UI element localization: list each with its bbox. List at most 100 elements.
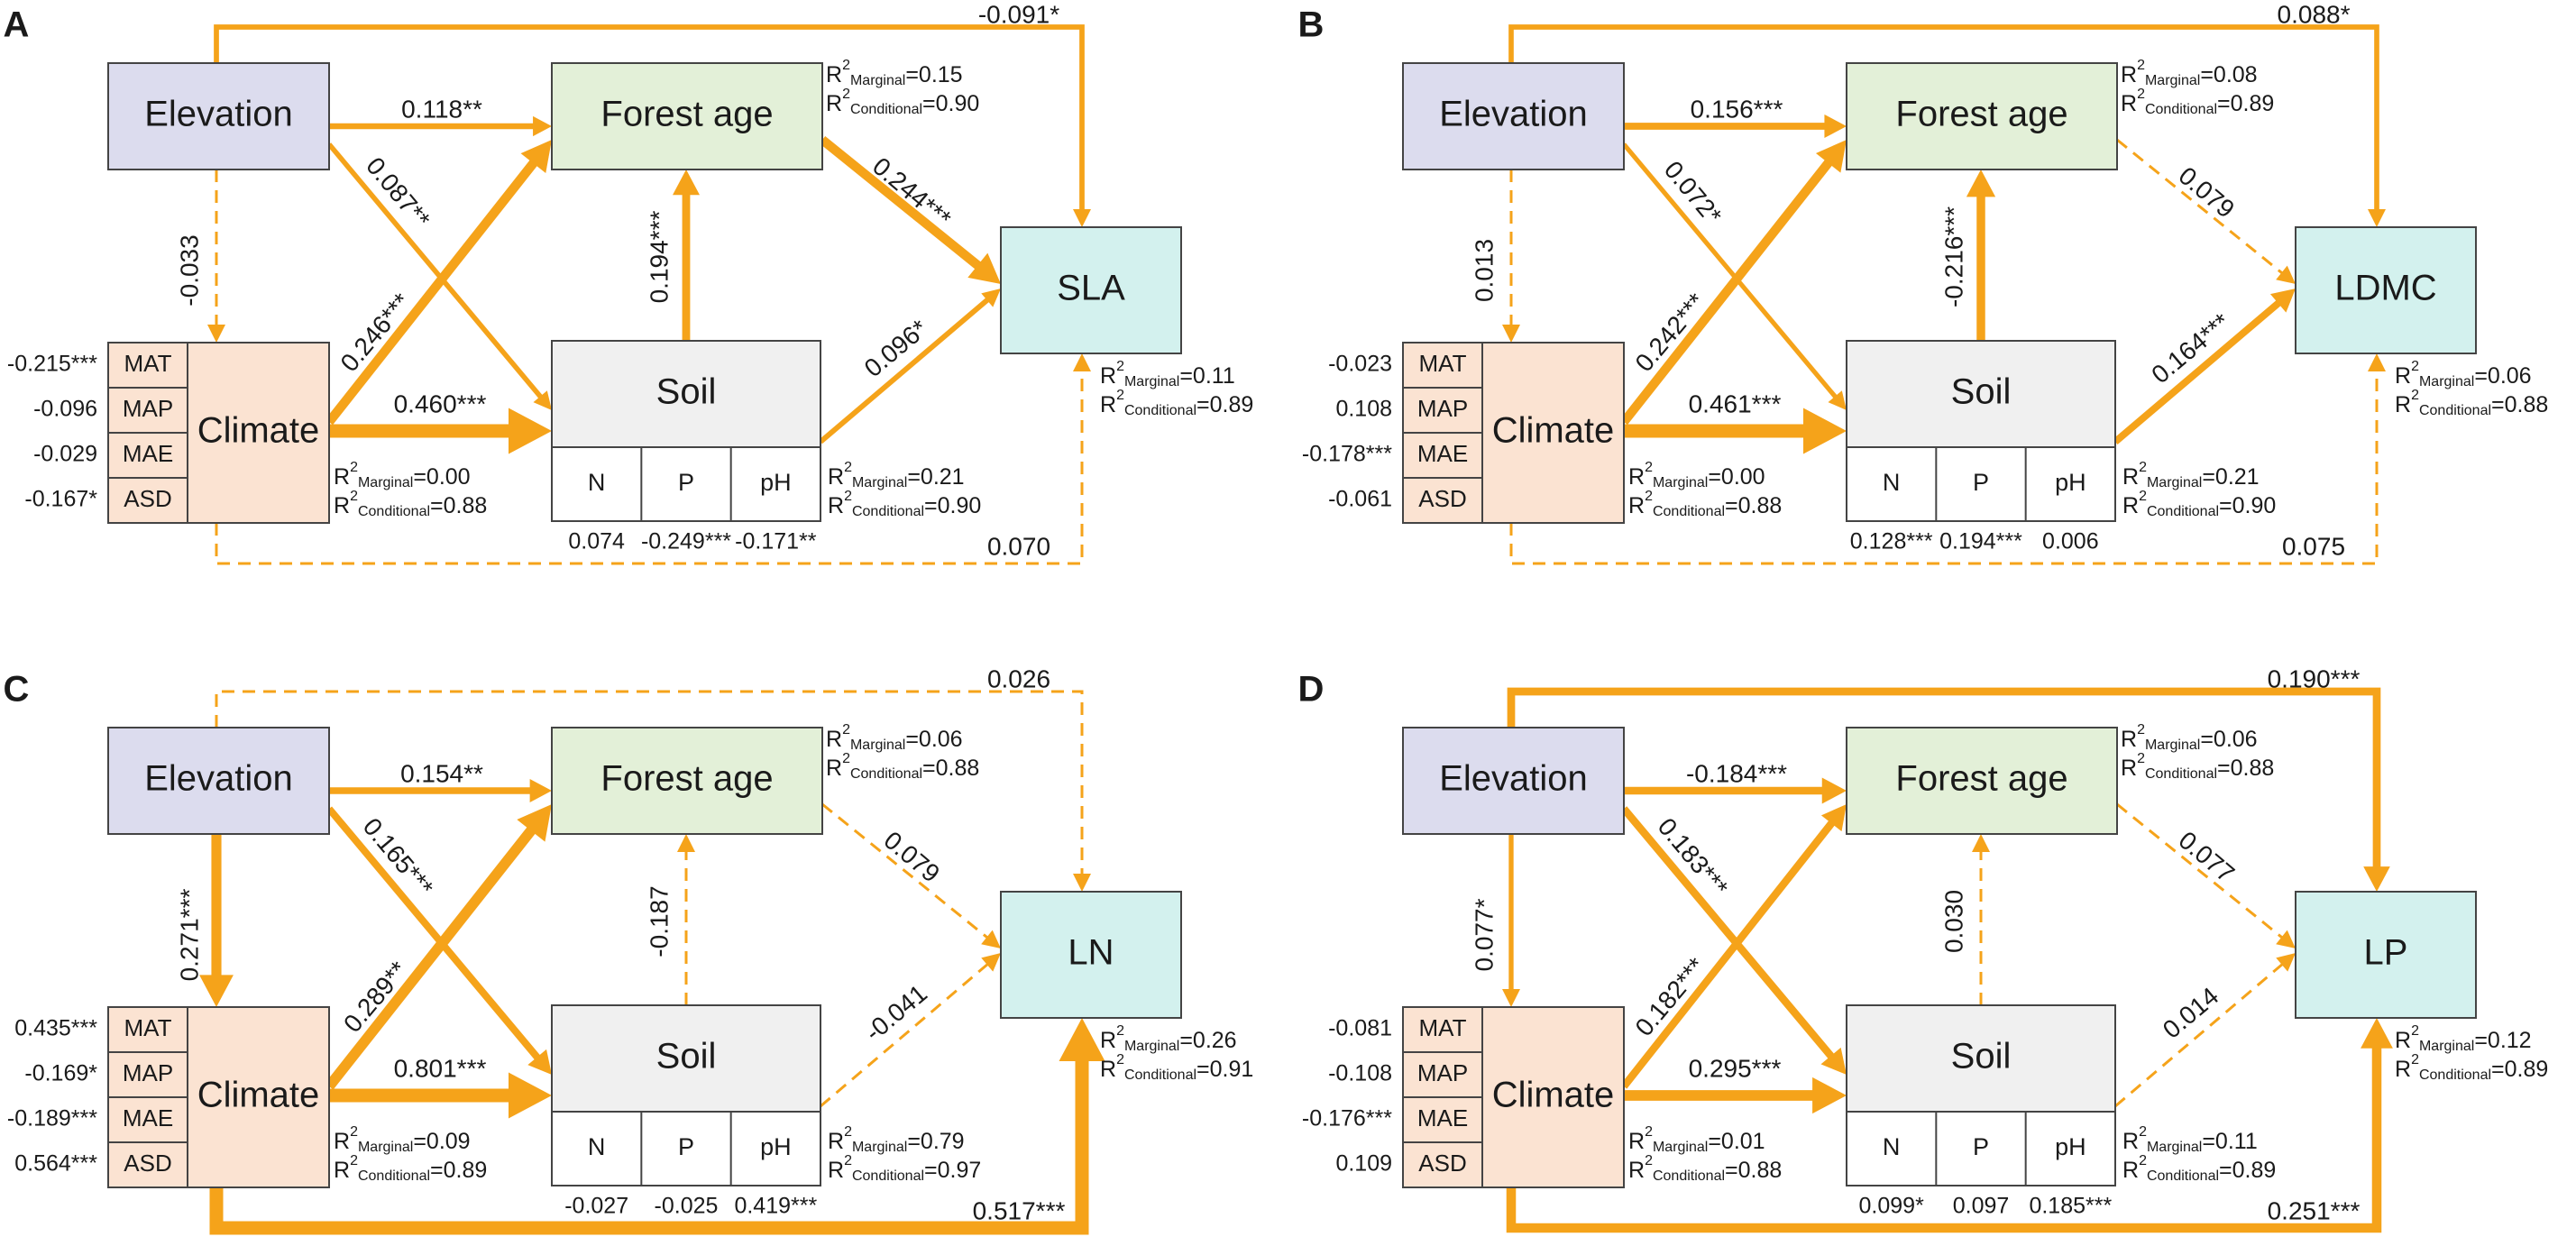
path-climate-to-response — [209, 1059, 1089, 1235]
path-forest-to-response — [2116, 802, 2284, 939]
coef-climate-to-response: 0.517*** — [973, 1196, 1066, 1224]
r2-marginal: R2Marginal=0.11 — [2122, 1124, 2258, 1155]
panel-letter: D — [1298, 670, 1325, 710]
path-elevation-to-forest-head — [1824, 114, 1847, 139]
soil-var-ph: pH — [760, 1133, 792, 1160]
r2-marginal: R2Marginal=0.00 — [334, 460, 471, 490]
r2-marginal: R2Marginal=0.06 — [826, 722, 963, 753]
soil-loading-p: 0.194*** — [1939, 529, 2022, 554]
path-elevation-to-climate-head — [199, 975, 234, 1007]
climate-var-mat: MAT — [124, 1014, 172, 1041]
r2-conditional: R2Conditional=0.88 — [826, 751, 979, 782]
coef-climate-to-soil: 0.461*** — [1689, 389, 1782, 417]
coef-elevation-to-forest: -0.184*** — [1686, 759, 1787, 787]
path-elevation-to-soil-head — [1828, 390, 1847, 410]
soil-var-ph: pH — [2055, 1133, 2086, 1160]
coef-elevation-to-response: 0.190*** — [2268, 664, 2361, 692]
climate-var-mat: MAT — [1419, 350, 1467, 377]
soil-loading-n: 0.128*** — [1850, 529, 1933, 554]
path-elevation-to-soil — [1622, 142, 1838, 399]
r2-marginal: R2Marginal=0.01 — [1628, 1124, 1765, 1155]
path-elevation-to-soil — [325, 806, 541, 1061]
path-elevation-to-response — [1507, 687, 2381, 869]
soil-var-p: P — [678, 469, 694, 496]
coef-soil-to-forest: -0.187 — [645, 885, 673, 957]
r2-marginal: R2Marginal=0.21 — [2122, 460, 2260, 490]
response-box — [1000, 891, 1182, 1019]
path-elevation-to-response — [1508, 24, 2379, 211]
path-forest-to-response-head — [981, 930, 1001, 948]
path-elevation-to-climate-head — [207, 325, 225, 343]
response-box — [2295, 891, 2477, 1019]
path-climate-to-soil-head — [1803, 408, 1847, 454]
coef-soil-to-response: 0.096* — [859, 314, 933, 382]
panel-letter: A — [4, 5, 30, 45]
r2-marginal: R2Marginal=0.11 — [1100, 359, 1235, 389]
r2-marginal: R2Marginal=0.08 — [2121, 58, 2258, 88]
coef-soil-to-response: -0.041 — [859, 979, 932, 1047]
path-climate-to-forest — [1620, 820, 1836, 1089]
soil-loading-ph: -0.171** — [735, 529, 817, 554]
path-soil-to-forest-head — [673, 169, 700, 196]
path-climate-to-forest-head — [520, 140, 552, 174]
path-climate-to-response — [1509, 370, 2379, 565]
soil-var-p: P — [678, 1133, 694, 1160]
soil-label: Soil — [656, 372, 717, 412]
climate-label: Climate — [1492, 1076, 1615, 1115]
climate-loading-asd: 0.564*** — [14, 1151, 97, 1177]
climate-var-map: MAP — [123, 395, 173, 422]
r2-conditional: R2Conditional=0.89 — [334, 1153, 487, 1184]
coef-elevation-to-climate: 0.077* — [1470, 898, 1498, 971]
path-elevation-to-forest-head — [529, 779, 552, 802]
soil-label: Soil — [656, 1037, 717, 1077]
coef-soil-to-forest: 0.030 — [1939, 890, 1967, 953]
climate-var-asd: ASD — [1418, 485, 1466, 512]
path-soil-to-forest-head — [1972, 834, 1990, 852]
r2-marginal: R2Marginal=0.12 — [2395, 1023, 2532, 1054]
path-soil-to-response — [819, 297, 991, 444]
response-label: LP — [2364, 933, 2408, 973]
coef-climate-to-response: 0.070 — [987, 532, 1050, 560]
coef-climate-to-response: 0.075 — [2282, 532, 2345, 560]
panel-letter: B — [1298, 5, 1325, 45]
path-forest-to-response — [2116, 138, 2284, 275]
path-elevation-to-forest-head — [1821, 777, 1847, 804]
r2-conditional: R2Conditional=0.90 — [828, 489, 981, 519]
path-climate-to-response-head — [1073, 353, 1091, 371]
path-elevation-to-climate-head — [1502, 989, 1520, 1007]
climate-var-map: MAP — [1417, 1059, 1468, 1086]
path-soil-to-forest-head — [677, 834, 695, 852]
climate-loading-mat: -0.081 — [1328, 1016, 1392, 1041]
soil-loading-ph: 0.006 — [2042, 529, 2099, 554]
r2-marginal: R2Marginal=0.06 — [2121, 722, 2258, 753]
soil-variables-row — [1846, 1111, 2116, 1186]
r2-conditional: R2Conditional=0.90 — [2122, 489, 2276, 519]
climate-loading-asd: -0.167* — [24, 487, 97, 512]
soil-var-ph: pH — [2055, 469, 2086, 496]
soil-variables-row — [551, 446, 821, 522]
coef-soil-to-response: 0.014 — [2158, 982, 2224, 1044]
coef-elevation-to-climate: -0.033 — [175, 234, 203, 306]
r2-conditional: R2Conditional=0.89 — [1100, 388, 1253, 418]
climate-loading-mat: 0.435*** — [14, 1016, 97, 1041]
soil-loading-n: -0.027 — [564, 1194, 628, 1219]
soil-box — [551, 340, 821, 448]
climate-var-mat: MAT — [124, 350, 172, 377]
r2-conditional: R2Conditional=0.90 — [826, 87, 979, 117]
r2-conditional: R2Conditional=0.88 — [1628, 489, 1782, 519]
path-climate-to-forest — [1619, 159, 1833, 426]
path-climate-to-soil-head — [509, 408, 552, 454]
path-climate-to-forest — [325, 159, 538, 426]
soil-var-n: N — [588, 469, 606, 496]
soil-label: Soil — [1951, 372, 2012, 412]
path-forest-to-response-head — [967, 252, 1001, 284]
